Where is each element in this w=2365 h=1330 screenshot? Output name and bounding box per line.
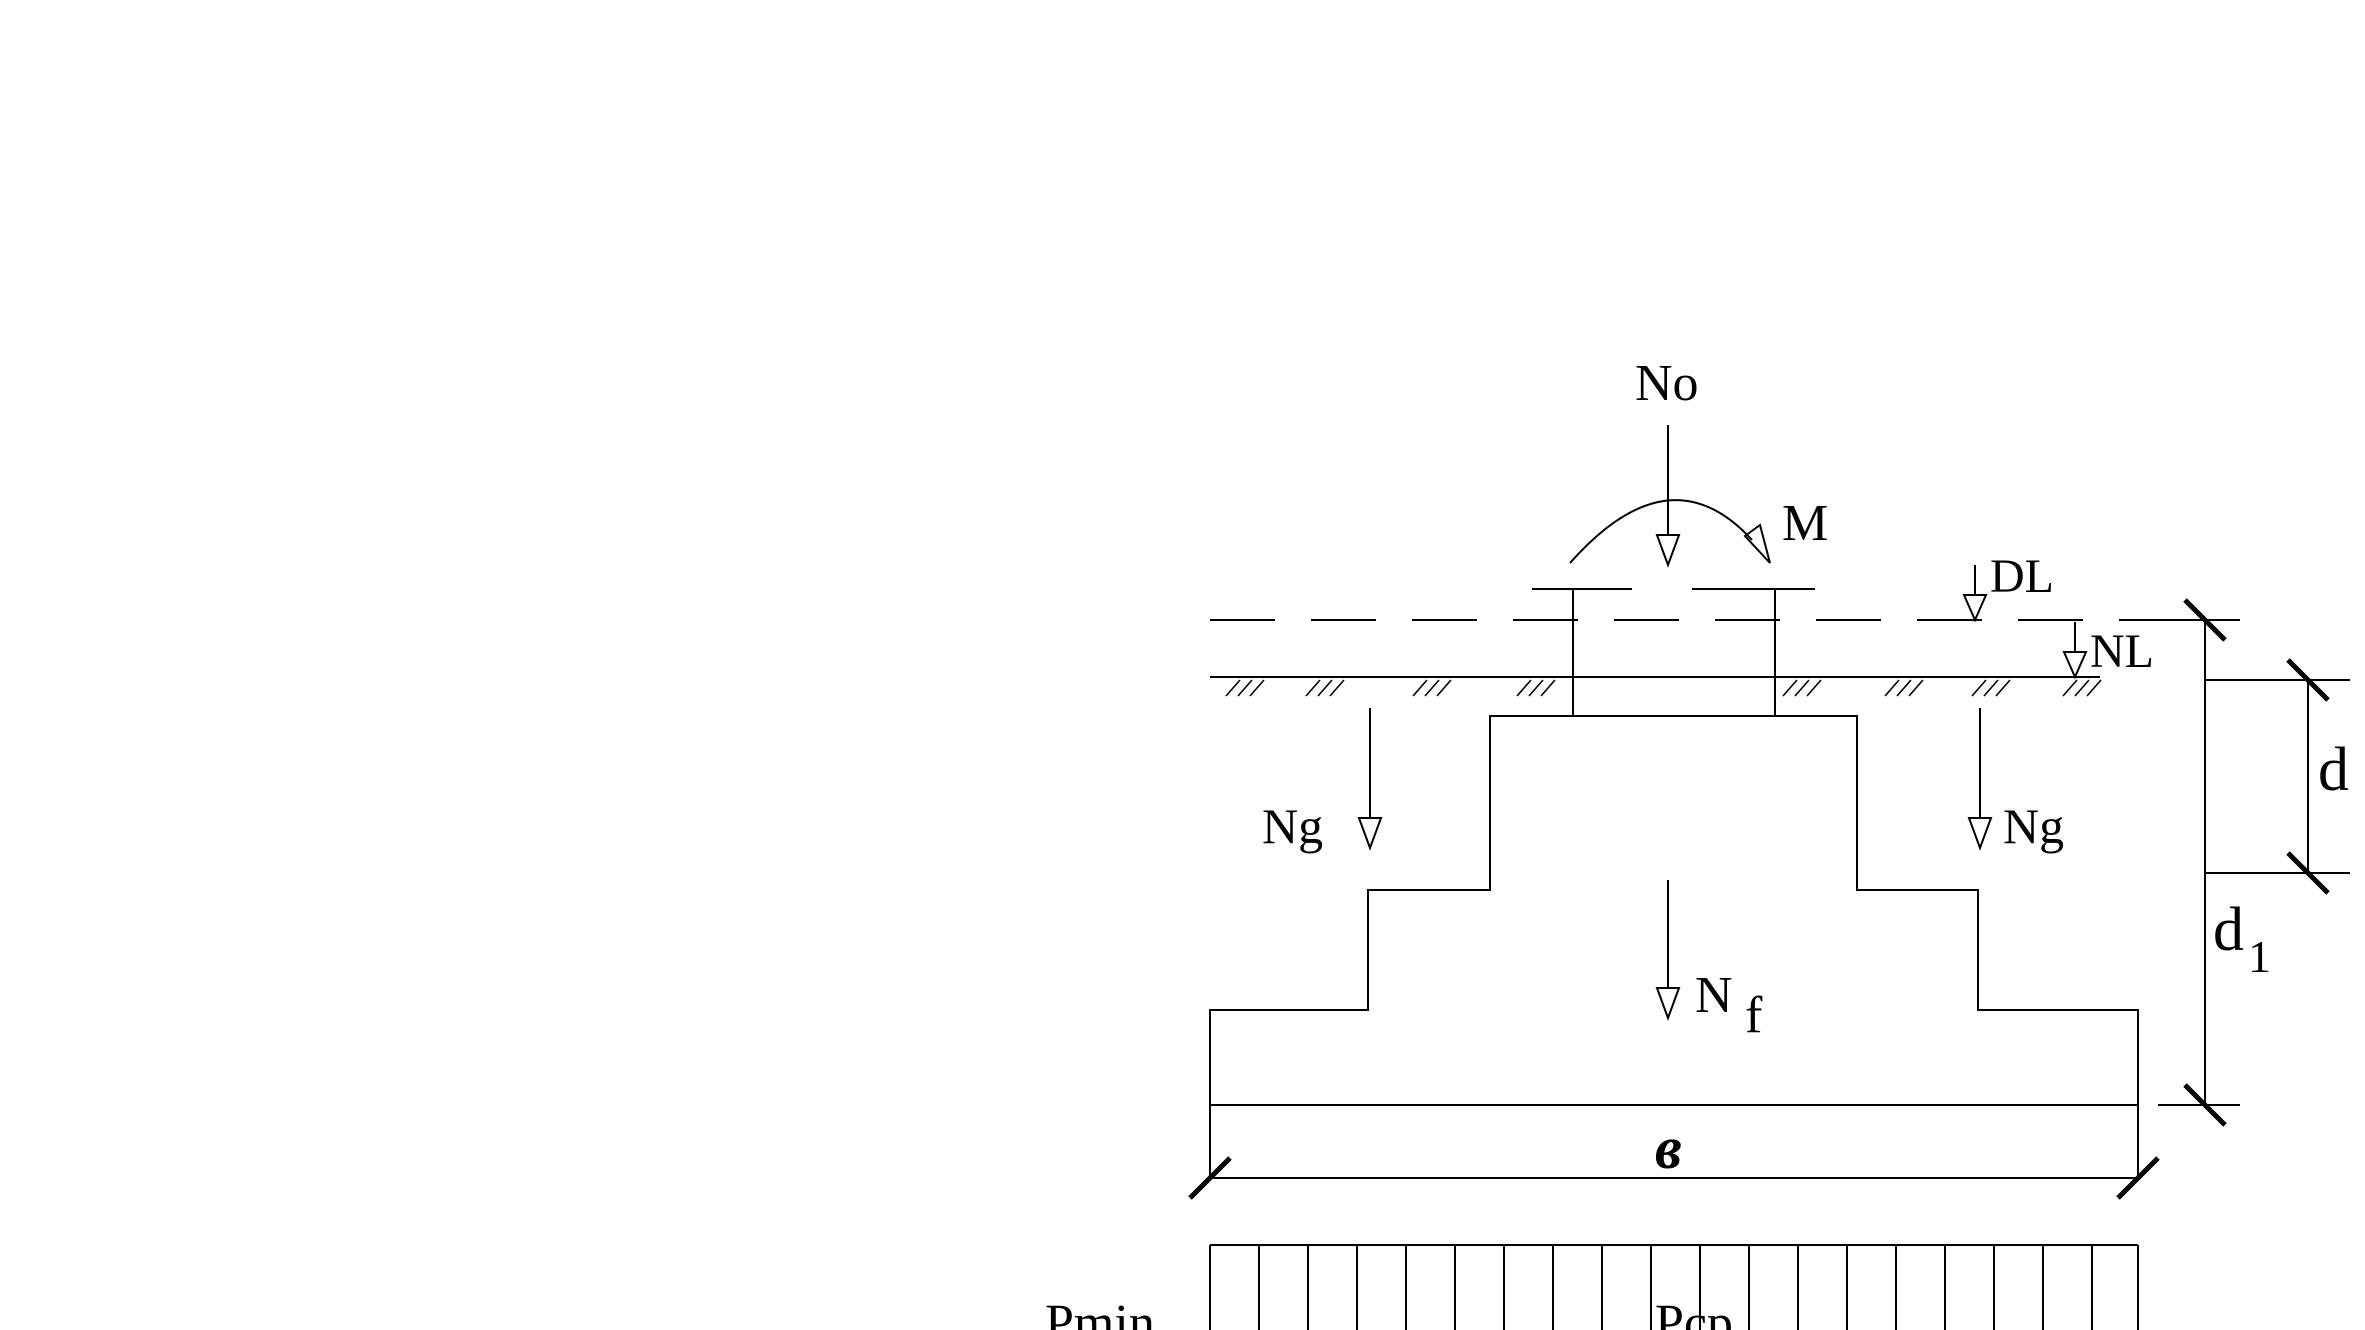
natural-level-marker [2062,622,2088,680]
soil-weight-arrow-left [1357,708,1383,851]
pressure-diagram [1209,1244,2139,1330]
footing-weight-label: N [1695,967,1733,1024]
natural-level-label: NL [2090,625,2154,678]
depth-dimension [2158,598,2350,1127]
pressure-mean-label: Pcp [1655,1295,1733,1330]
soil-weight-arrow-right [1967,708,1993,851]
design-level-marker [1962,565,1988,623]
moment-arrow [1569,499,1771,564]
ground-hatching [1225,679,2102,697]
soil-weight-left-label: Ng [1262,798,1323,854]
footing-weight-arrow [1655,880,1681,1021]
depth-subscript: 1 [2248,931,2271,982]
axial-load-label: No [1635,355,1699,412]
width-label: в [1655,1115,1682,1181]
depth-top-label: d [2318,736,2349,804]
footing-outline [1209,715,2139,1106]
design-level-label: DL [1990,550,2054,603]
depth-label: d [2213,896,2244,964]
width-dimension [1188,1105,2160,1200]
footing-weight-subscript: f [1745,987,1763,1044]
axial-load-arrow [1655,425,1681,568]
moment-label: M [1782,495,1828,552]
soil-weight-right-label: Ng [2003,798,2064,854]
pressure-min-label: Pmin [1045,1295,1155,1330]
